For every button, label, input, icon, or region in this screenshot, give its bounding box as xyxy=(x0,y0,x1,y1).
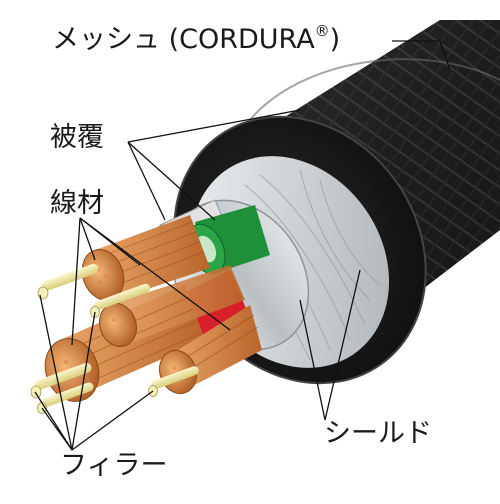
leader-line-filler-5 xyxy=(71,390,154,451)
label-wire: 線材 xyxy=(50,188,104,219)
label-shield: シールド xyxy=(324,418,432,449)
leader-line-wire-1 xyxy=(79,217,96,261)
label-sheath: 被覆 xyxy=(50,122,104,153)
leader-line-filler-4 xyxy=(41,407,73,451)
leader-lines xyxy=(34,40,451,451)
leader-line-sheath-white xyxy=(127,141,166,221)
label-mesh-text: メッシュ (CORDURA xyxy=(52,24,315,55)
filler-yarns xyxy=(30,263,199,414)
registered-mark: ® xyxy=(314,22,330,40)
label-mesh: メッシュ (CORDURA®) xyxy=(52,22,341,55)
label-filler: フィラー xyxy=(60,450,168,481)
label-mesh-close: ) xyxy=(329,24,341,55)
leader-line-sheath-green xyxy=(127,141,216,221)
leader-line-filler-1 xyxy=(39,294,73,451)
leader-line-wire-4 xyxy=(79,217,231,331)
leader-line-mesh xyxy=(392,40,451,71)
leader-line-sheath-outer xyxy=(127,109,301,143)
leader-line-wire-3 xyxy=(71,217,81,346)
leader-line-filler-3 xyxy=(71,311,96,451)
leader-line-shield-1 xyxy=(299,299,326,421)
leader-line-shield-2 xyxy=(324,269,361,421)
